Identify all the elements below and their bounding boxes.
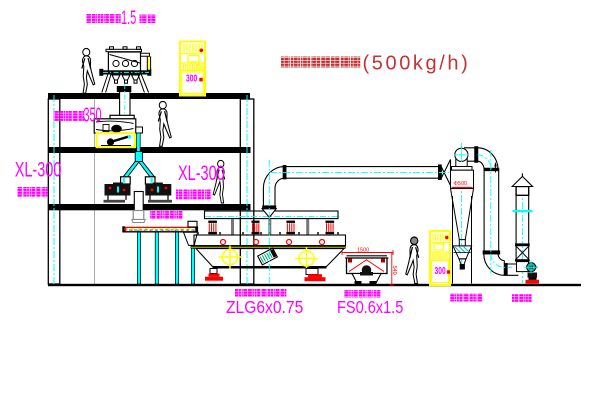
- svg-text:540: 540: [391, 266, 397, 275]
- svg-text:300: 300: [186, 72, 197, 84]
- svg-text:FS0.6x1.5: FS0.6x1.5: [337, 298, 403, 318]
- svg-text:XL-300: XL-300: [15, 158, 62, 181]
- svg-text:Φ500: Φ500: [454, 181, 468, 187]
- svg-text:1.5: 1.5: [121, 8, 136, 29]
- svg-text:350: 350: [84, 104, 102, 126]
- svg-text:1500: 1500: [357, 248, 369, 254]
- svg-text:300: 300: [435, 264, 446, 276]
- svg-text:ZLG6x0.75: ZLG6x0.75: [226, 297, 303, 317]
- svg-text:XL-300: XL-300: [178, 161, 225, 184]
- svg-text:(500kg/h): (500kg/h): [363, 53, 471, 75]
